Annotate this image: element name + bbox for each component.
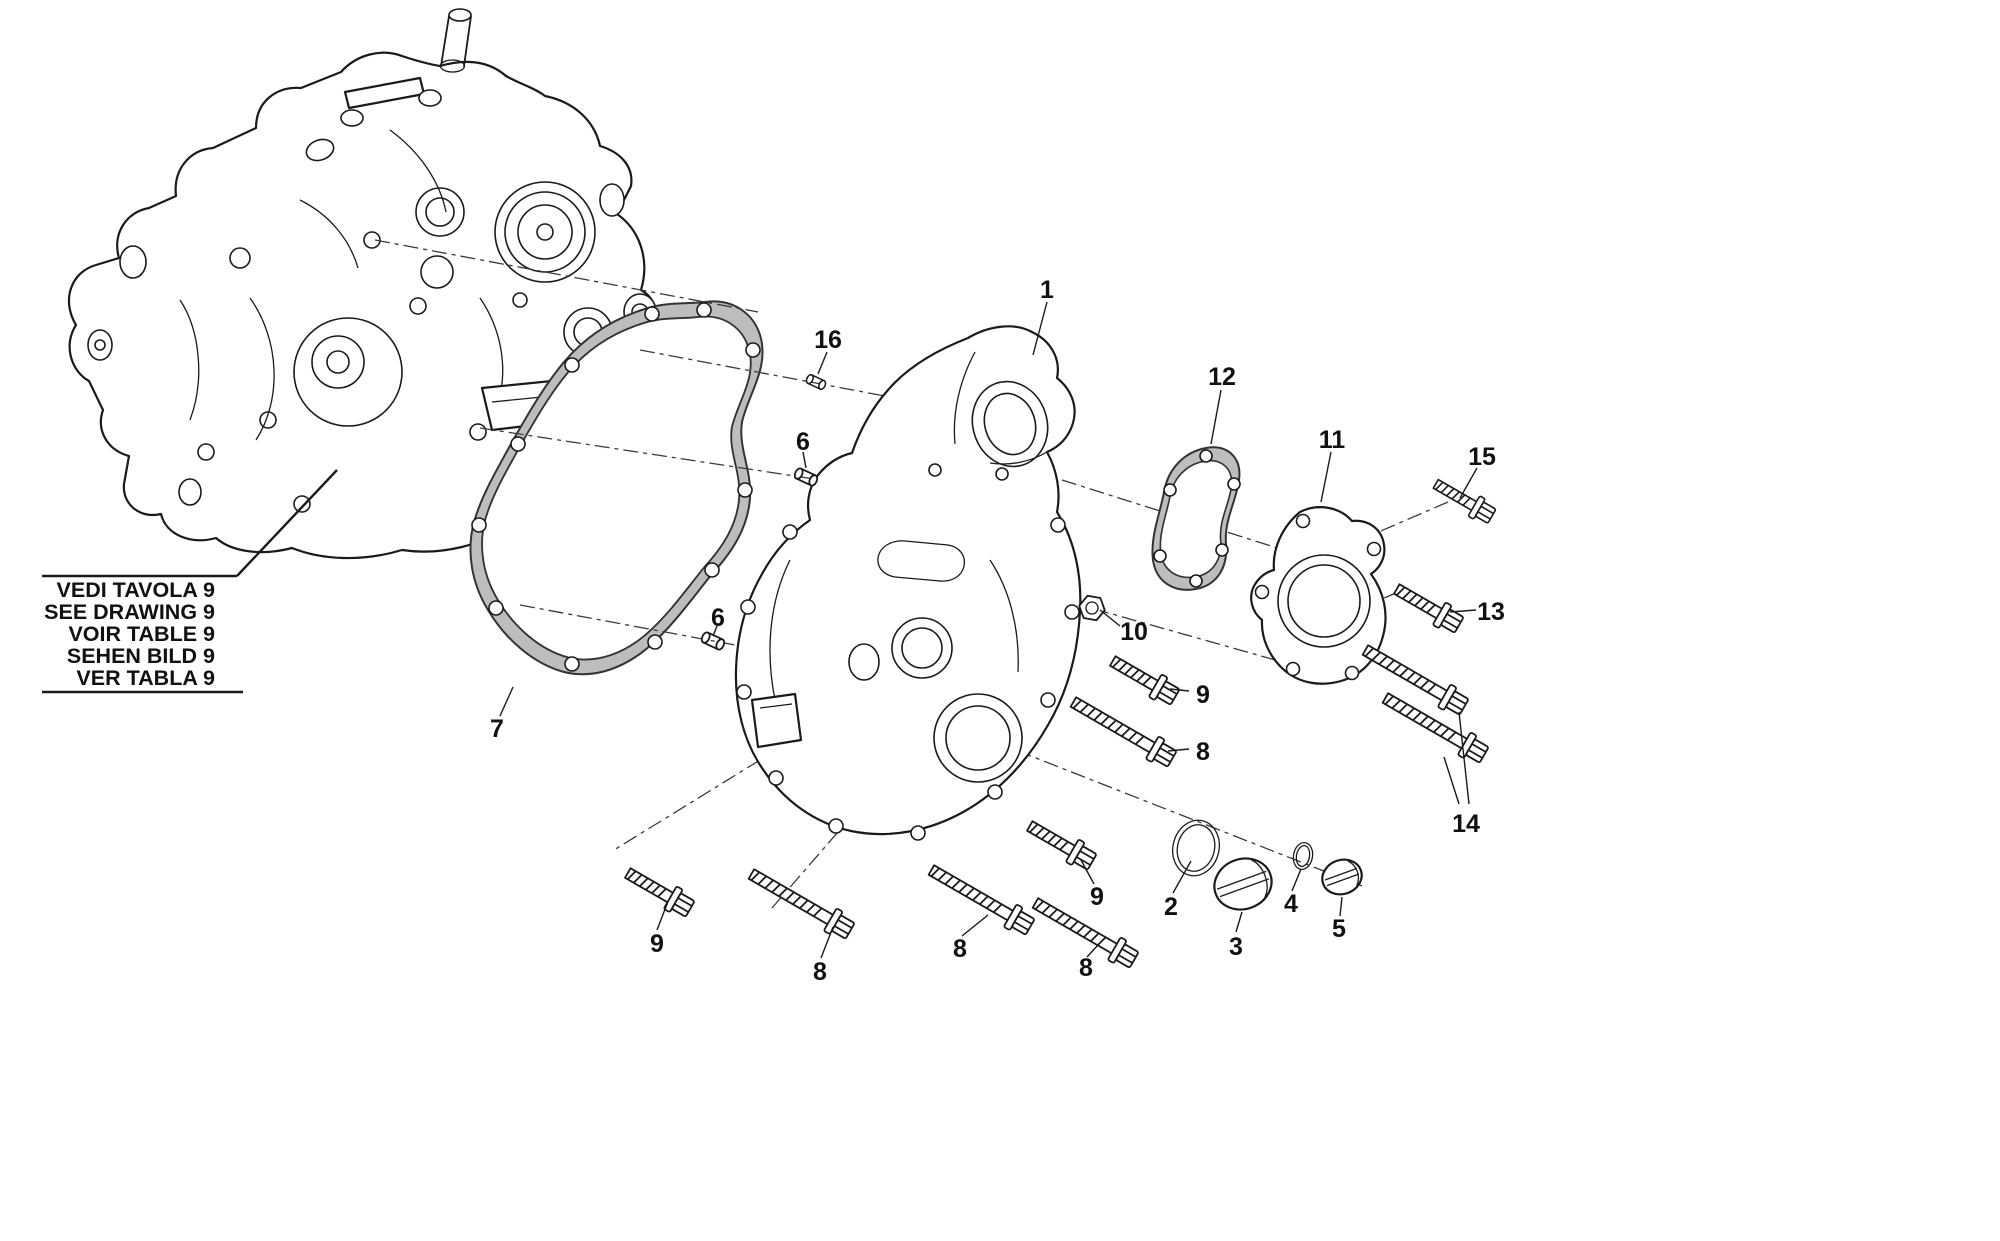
- note-line-es: VER TABLA 9: [76, 666, 215, 690]
- callout-7: 7: [490, 715, 504, 743]
- o-ring-4: [1292, 841, 1314, 871]
- callout-1: 1: [1040, 276, 1054, 304]
- bolt-8-bottom-center: [923, 857, 1038, 940]
- callout-leader-lines: [499, 301, 1478, 959]
- callout-9-bottom-left: 9: [650, 930, 664, 958]
- callout-labels: 1 16 6 12 11 15 13 10 9 8 6 7 14 9 2 3 4…: [490, 276, 1505, 986]
- crankcase-half: [67, 8, 658, 560]
- bolt-9-middle: [1022, 813, 1100, 875]
- callout-5: 5: [1332, 915, 1346, 943]
- callout-4: 4: [1284, 890, 1298, 918]
- bolt-14-upper: [1357, 637, 1472, 720]
- callout-8-right: 8: [1196, 738, 1210, 766]
- callout-16: 16: [814, 326, 842, 354]
- callout-10: 10: [1120, 618, 1148, 646]
- callout-12: 12: [1208, 363, 1236, 391]
- bolt-9-bottom-left: [620, 860, 698, 922]
- callout-15: 15: [1468, 443, 1496, 471]
- note-line-de: SEHEN BILD 9: [67, 644, 215, 668]
- nut-10: [1078, 594, 1106, 622]
- callout-9-middle: 9: [1090, 883, 1104, 911]
- bolt-8-bottom-left: [743, 861, 858, 944]
- note-line-it: VEDI TAVOLA 9: [57, 578, 216, 602]
- plug-5: [1321, 858, 1363, 896]
- bolt-9-right: [1105, 648, 1183, 710]
- bolt-14-lower: [1377, 685, 1492, 768]
- callout-3: 3: [1229, 933, 1243, 961]
- callout-11: 11: [1319, 426, 1346, 454]
- pump-cover-gasket: [1151, 446, 1241, 591]
- dowel-pin-16: [804, 372, 828, 392]
- callout-13: 13: [1477, 598, 1505, 626]
- clutch-cover: [734, 325, 1082, 841]
- callout-8-bottom-left: 8: [813, 958, 827, 986]
- o-ring-2: [1172, 819, 1220, 877]
- callout-9-right: 9: [1196, 681, 1210, 709]
- water-pump-cover: [1250, 506, 1387, 685]
- small-parts: [699, 372, 1363, 911]
- callout-2: 2: [1164, 893, 1178, 921]
- breather-tube: [439, 8, 472, 73]
- bolt-15: [1429, 472, 1499, 528]
- see-drawing-note: VEDI TAVOLA 9 SEE DRAWING 9 VOIR TABLE 9…: [42, 469, 338, 694]
- note-pointer-line: [236, 469, 338, 577]
- oil-plug-3: [1213, 857, 1273, 911]
- bolt-8-right: [1065, 689, 1180, 772]
- dowel-6-upper: [792, 466, 820, 488]
- callout-6-upper: 6: [796, 428, 810, 456]
- clutch-cover-gasket: [469, 300, 764, 676]
- callout-6-lower: 6: [711, 604, 725, 632]
- note-line-fr: VOIR TABLE 9: [68, 622, 215, 646]
- note-line-en: SEE DRAWING 9: [44, 600, 215, 624]
- bolt-13: [1389, 576, 1467, 638]
- callout-14: 14: [1452, 810, 1480, 838]
- callout-8-bottom-center: 8: [953, 935, 967, 963]
- callout-8-bottom-right: 8: [1079, 954, 1093, 982]
